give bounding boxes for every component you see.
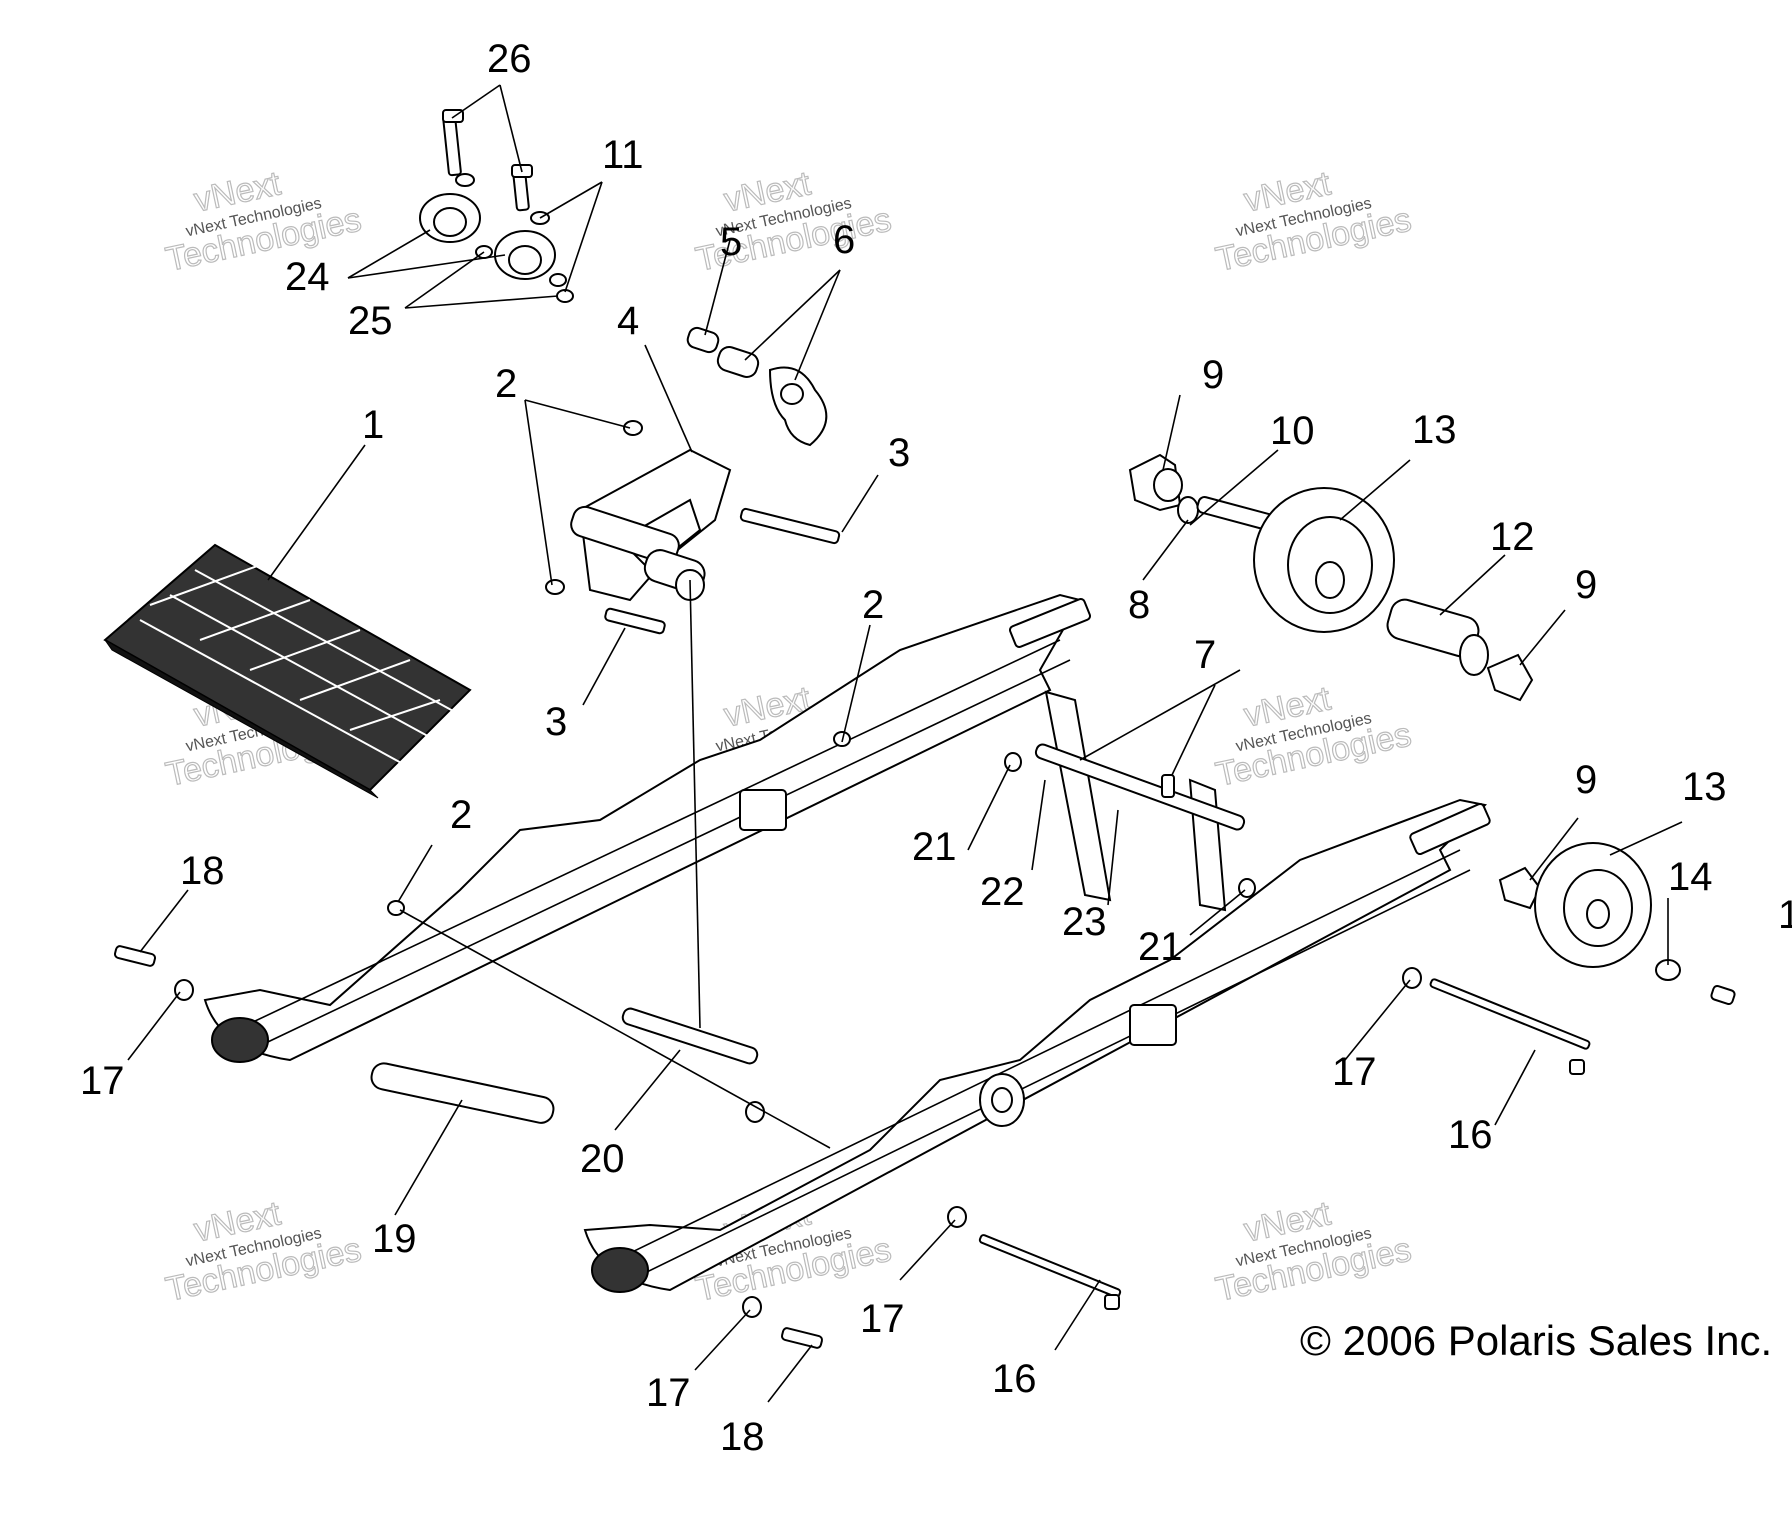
watermark: vNext vNext Technologies Technologies [1212, 1194, 1415, 1310]
callout-3: 3 [888, 431, 910, 475]
part-clamps [419, 109, 574, 303]
watermark: vNext vNext Technologies Technologies [1212, 164, 1415, 280]
callout-2: 2 [495, 362, 517, 406]
callout-24: 24 [285, 255, 330, 299]
callout-6: 6 [833, 218, 855, 262]
part-hardware [113, 731, 1591, 1349]
watermark: vNext vNext Technologies Technologies [162, 1194, 365, 1310]
watermark: vNext vNext Technologies Technologies [692, 164, 895, 280]
callout-13: 13 [1682, 765, 1727, 809]
callout-7: 7 [1194, 633, 1216, 677]
callout-16: 16 [1448, 1113, 1493, 1157]
part-pivot-bracket [545, 326, 841, 635]
callout-9: 9 [1575, 758, 1597, 802]
callout-8: 8 [1128, 583, 1150, 627]
leader-lines [127, 84, 1683, 1403]
callout-9: 9 [1575, 563, 1597, 607]
part-idler-assembly [1128, 453, 1736, 1006]
watermark: vNext vNext Technologies Technologies [1212, 679, 1415, 795]
callout-16: 16 [992, 1357, 1037, 1401]
copyright-text: © 2006 Polaris Sales Inc. [1300, 1317, 1772, 1364]
watermark: vNext vNext Technologies Technologies [162, 164, 365, 280]
callout-25: 25 [348, 299, 393, 343]
callout-17: 17 [860, 1297, 905, 1341]
callout-3: 3 [545, 700, 567, 744]
callout-19: 19 [372, 1217, 417, 1261]
callout-22: 22 [980, 870, 1025, 914]
callout-20: 20 [580, 1137, 625, 1181]
callout-26: 26 [487, 37, 532, 81]
callout-12: 12 [1490, 515, 1535, 559]
callout-23: 23 [1062, 900, 1107, 944]
callout-1: 1 [362, 403, 384, 447]
callout-11: 11 [602, 133, 644, 177]
callout-17: 17 [1332, 1050, 1377, 1094]
callout-13: 13 [1412, 408, 1457, 452]
part-rail-left [203, 593, 1092, 1063]
callout-21: 21 [1138, 925, 1183, 969]
callout-5: 5 [720, 220, 742, 264]
callout-labels: 26 11 24 25 5 6 4 2 1 3 3 9 10 13 8 12 9… [80, 37, 1792, 1459]
callout-17: 17 [646, 1371, 691, 1415]
callout-14: 14 [1668, 855, 1713, 899]
callout-2: 2 [450, 793, 472, 837]
callout-10: 10 [1270, 409, 1315, 453]
callout-9: 9 [1202, 353, 1224, 397]
callout-21: 21 [912, 825, 957, 869]
callout-4: 4 [617, 299, 639, 343]
callout-2: 2 [862, 583, 884, 627]
callout-1: 1 [1778, 893, 1792, 937]
part-track-mat [103, 543, 472, 799]
callout-18: 18 [180, 849, 225, 893]
callout-18: 18 [720, 1415, 765, 1459]
part-rail-right [583, 798, 1491, 1293]
callout-17: 17 [80, 1059, 125, 1103]
